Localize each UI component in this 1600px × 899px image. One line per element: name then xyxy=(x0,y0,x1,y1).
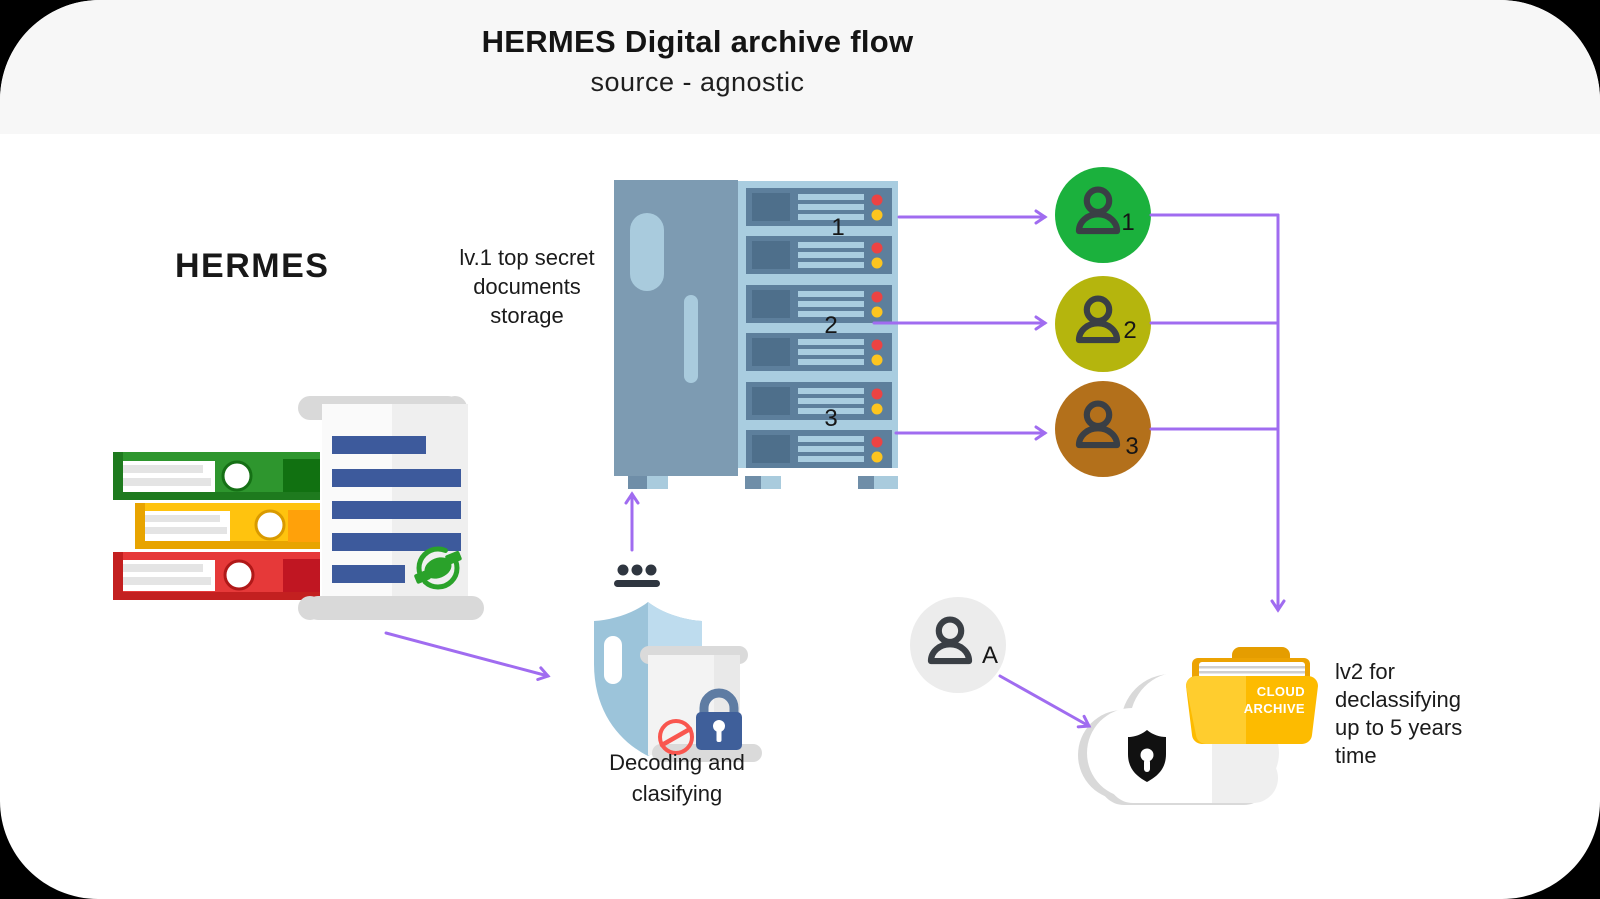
user3-label: 3 xyxy=(1125,433,1139,460)
declassify-note-line: declassifying xyxy=(1335,687,1461,712)
server-unit xyxy=(746,236,892,274)
decoding-label-line: Decoding and xyxy=(609,750,745,775)
storage-label-line: documents xyxy=(473,274,581,299)
folder-label-line: ARCHIVE xyxy=(1244,701,1305,716)
user1-label: 1 xyxy=(1121,209,1135,236)
page-subtitle: source - agnostic xyxy=(590,67,805,97)
admin-node xyxy=(910,597,1006,693)
decoding-label-line: clasifying xyxy=(631,781,723,806)
header-band xyxy=(0,0,1600,134)
folder-label-line: CLOUD xyxy=(1257,684,1305,699)
binder-red xyxy=(113,552,320,600)
shield-lock-icon xyxy=(594,602,762,762)
storage-label-line: lv.1 top secret xyxy=(459,245,595,270)
user-node-3 xyxy=(1055,381,1151,477)
cloud-shield-lock-icon xyxy=(1128,730,1166,782)
declassify-note-line: lv2 for xyxy=(1335,659,1395,684)
password-icon xyxy=(614,564,660,587)
server-slot-label-2: 2 xyxy=(824,312,838,339)
cloud-archive-folder-icon: CLOUD ARCHIVE xyxy=(1186,647,1318,745)
user2-label: 2 xyxy=(1123,317,1137,344)
binders-icon xyxy=(113,452,320,600)
server-slot-label-1: 1 xyxy=(831,214,845,241)
declassify-note: lv2 for declassifying up to 5 years time xyxy=(1335,658,1505,770)
server-panel xyxy=(738,181,898,468)
server-unit xyxy=(746,285,892,323)
padlock-icon xyxy=(696,688,742,750)
handshake-emblem-icon xyxy=(414,546,462,590)
declassify-note-line: time xyxy=(1335,743,1377,768)
storage-label-line: storage xyxy=(490,303,564,328)
flow-arrows xyxy=(384,209,1286,729)
server-feet xyxy=(628,476,898,489)
brand-label: HERMES xyxy=(175,247,330,285)
deny-sign-icon xyxy=(658,719,694,755)
server-unit xyxy=(746,188,892,226)
declassify-note-line: up to 5 years xyxy=(1335,715,1463,740)
arrow-admin-to-cloud xyxy=(998,674,1092,729)
server-unit xyxy=(746,430,892,468)
document-scroll-icon xyxy=(298,396,484,620)
server-unit xyxy=(746,333,892,371)
header: HERMES Digital archive flow source - agn… xyxy=(0,24,1395,98)
binder-yellow xyxy=(135,503,320,549)
storage-label: lv.1 top secret documents storage xyxy=(437,243,617,330)
user-node-2 xyxy=(1055,276,1151,372)
arrow-docs-to-decoding xyxy=(384,631,551,681)
page-title: HERMES Digital archive flow xyxy=(481,24,914,59)
server-unit xyxy=(746,382,892,420)
admin-label: A xyxy=(981,642,999,669)
binder-green xyxy=(113,452,320,500)
user-node-1 xyxy=(1055,167,1151,263)
server-rack-icon xyxy=(614,180,898,489)
decoding-label: Decoding and clasifying xyxy=(577,747,777,809)
server-slot-label-3: 3 xyxy=(824,405,838,432)
